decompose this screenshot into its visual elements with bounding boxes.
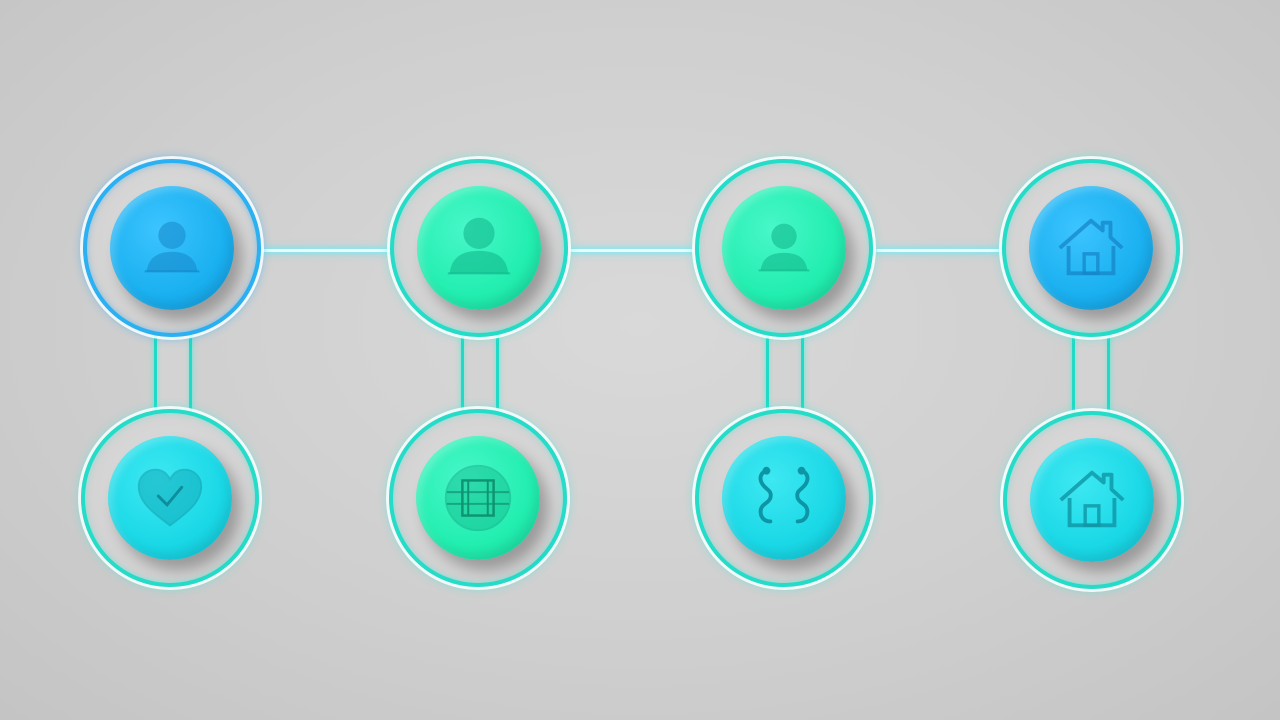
- node-disc: [1030, 438, 1154, 562]
- globe-film-icon: [444, 464, 512, 532]
- home-icon: [1059, 470, 1125, 528]
- heart-check-icon: [137, 468, 203, 527]
- user-icon: [758, 223, 810, 272]
- vertical-link-1: [154, 332, 192, 422]
- link-line-3-4: [876, 249, 1004, 252]
- node-disc: [722, 436, 846, 560]
- node-bottom-1[interactable]: [81, 409, 259, 587]
- vertical-link-2: [461, 332, 499, 422]
- node-top-4[interactable]: [1002, 159, 1180, 337]
- node-top-3[interactable]: [695, 159, 873, 337]
- node-disc: [416, 436, 540, 560]
- vertical-link-3: [766, 332, 804, 422]
- node-disc: [110, 186, 234, 310]
- stethoscope-icon: [758, 466, 810, 524]
- node-top-1[interactable]: [83, 159, 261, 337]
- link-line-1-2: [262, 249, 390, 252]
- node-top-2[interactable]: [390, 159, 568, 337]
- home-icon: [1058, 218, 1124, 276]
- node-bottom-2[interactable]: [389, 409, 567, 587]
- node-bottom-4[interactable]: [1003, 411, 1181, 589]
- link-line-2-3: [570, 249, 694, 252]
- node-disc: [108, 436, 232, 560]
- node-disc: [417, 186, 541, 310]
- node-disc: [722, 186, 846, 310]
- node-bottom-3[interactable]: [695, 409, 873, 587]
- user-icon: [144, 221, 200, 273]
- vertical-link-4: [1072, 332, 1110, 422]
- node-disc: [1029, 186, 1153, 310]
- user-icon: [447, 217, 511, 275]
